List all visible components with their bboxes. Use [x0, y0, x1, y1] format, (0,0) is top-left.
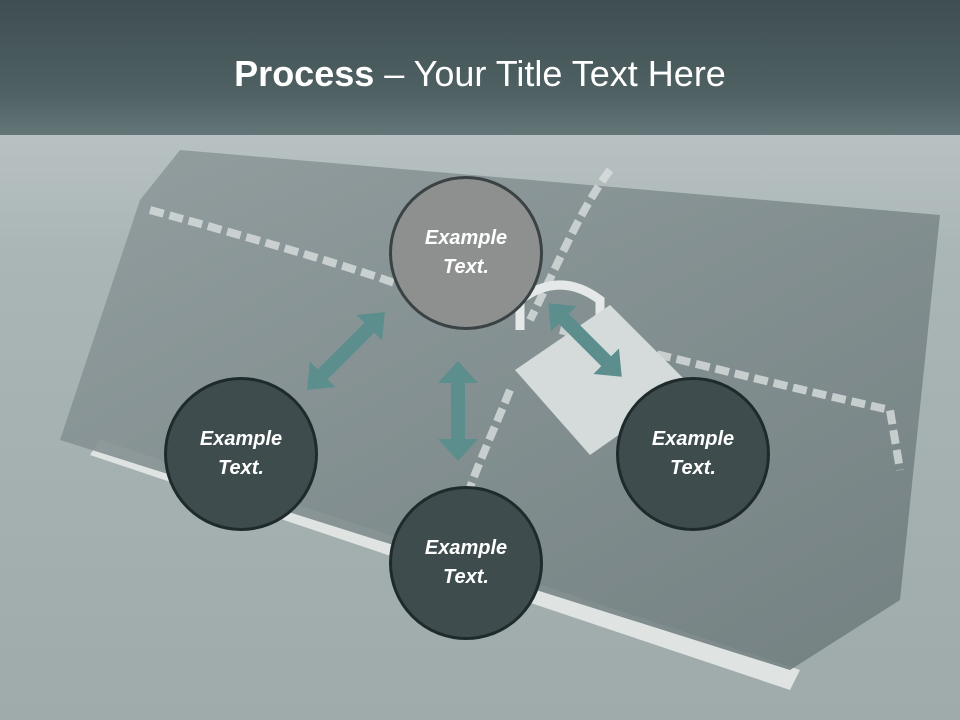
- node-text-line1: Example: [199, 428, 283, 450]
- title-bold: Process: [234, 53, 375, 94]
- process-node-bottom: Example Text.: [389, 486, 543, 640]
- slide-title: Process – Your Title Text Here: [0, 52, 960, 96]
- node-text-line1: Example: [651, 428, 735, 450]
- process-node-top: Example Text.: [389, 176, 543, 330]
- process-node-right: Example Text.: [616, 377, 770, 531]
- node-text-line2: Text.: [443, 566, 489, 588]
- node-text-line2: Text.: [218, 457, 264, 479]
- node-text-line2: Text.: [443, 256, 489, 278]
- node-text-line1: Example: [424, 537, 508, 559]
- title-bar: [0, 0, 960, 135]
- double-arrow-icon: [548, 303, 622, 377]
- double-arrow-icon: [438, 361, 478, 461]
- node-text-line2: Text.: [670, 457, 716, 479]
- node-text-line1: Example: [424, 227, 508, 249]
- process-node-left: Example Text.: [164, 377, 318, 531]
- title-rest: – Your Title Text Here: [374, 53, 726, 94]
- double-arrow-icon: [307, 312, 385, 390]
